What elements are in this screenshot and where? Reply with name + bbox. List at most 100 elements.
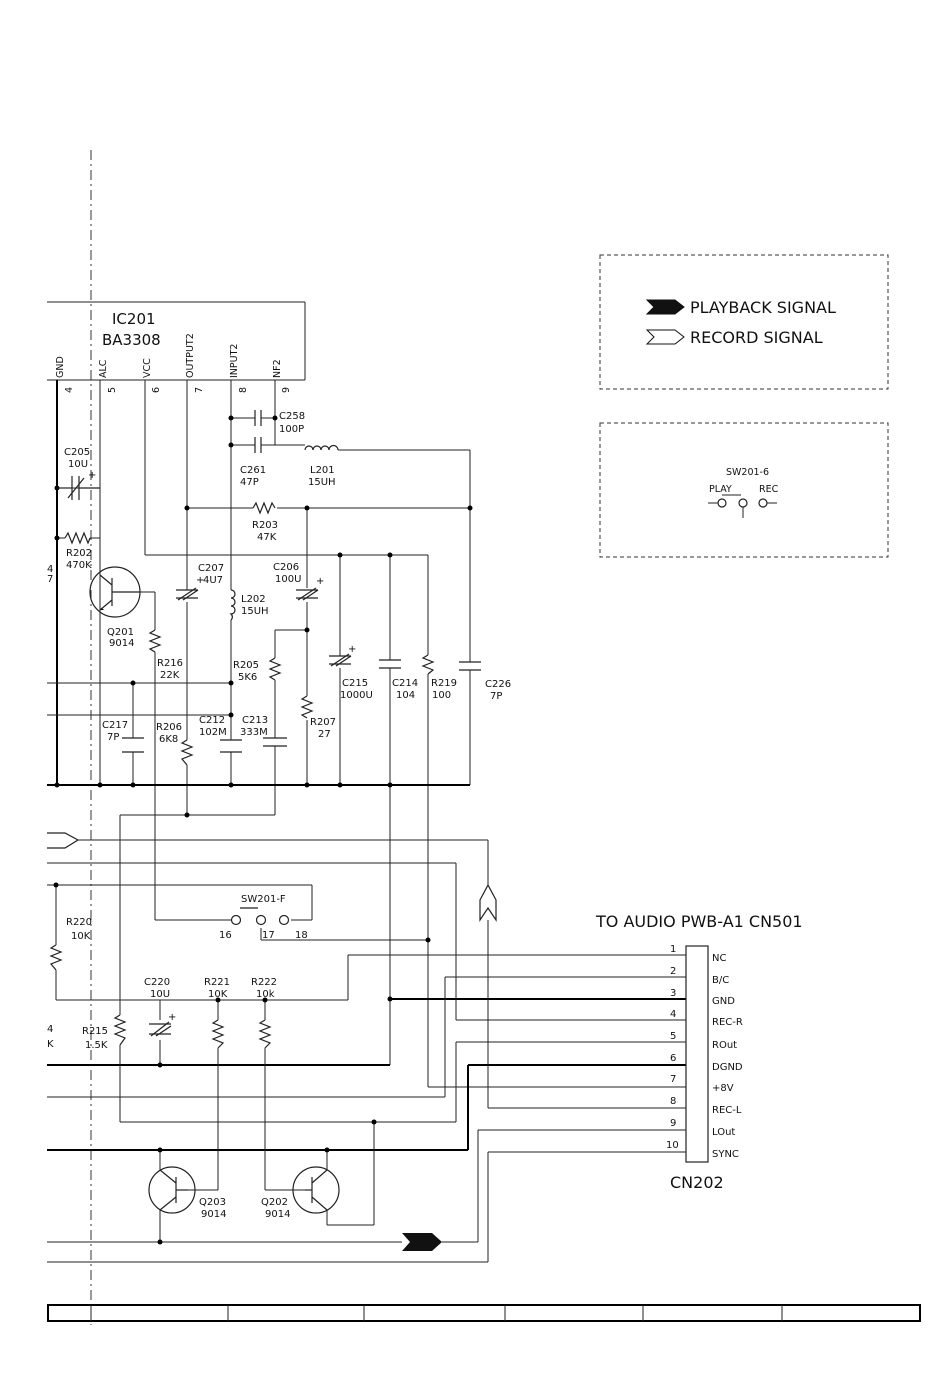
legend-record: RECORD SIGNAL — [690, 328, 823, 347]
edge-fragment: 7 — [47, 574, 53, 585]
label-c215-val: 1000U — [340, 690, 373, 701]
sw201f-pin: 16 — [219, 930, 232, 941]
ic-pin-name: NF2 — [272, 359, 283, 378]
connector-pin-label: REC-L — [712, 1105, 742, 1116]
label-r219-val: 100 — [432, 690, 451, 701]
label-c205-ref: C205 — [64, 447, 90, 458]
connector-pin-num: 8 — [670, 1096, 676, 1107]
connector-pin-label: +8V — [712, 1083, 734, 1094]
label-c212-val: 102M — [199, 727, 227, 738]
ic-pin-num: 8 — [238, 387, 249, 393]
sw201f-pin: 18 — [295, 930, 308, 941]
label-c220-val: 10U — [150, 989, 170, 1000]
svg-text:+: + — [348, 644, 356, 655]
label-q203-val: 9014 — [201, 1209, 226, 1220]
junctions — [53, 415, 473, 1245]
connector-cn202: TO AUDIO PWB-A1 CN501 CN202 1 2 3 4 5 6 … — [595, 912, 803, 1192]
label-c206-ref: C206 — [273, 562, 299, 573]
label-c258-ref: C258 — [279, 411, 305, 422]
label-c205-val: 10U — [68, 459, 88, 470]
ic-pin-num: 9 — [281, 387, 292, 393]
label-c207-val: 4U7 — [203, 575, 223, 586]
label-r202-val: 470K — [66, 560, 92, 571]
label-l202-ref: L202 — [241, 594, 266, 605]
label-c212-ref: C212 — [199, 715, 225, 726]
label-r203-ref: R203 — [252, 520, 278, 531]
connector-pin-num: 2 — [670, 966, 676, 977]
ic-pin-num: 6 — [151, 387, 162, 393]
label-r207-ref: R207 — [310, 717, 336, 728]
label-r221-ref: R221 — [204, 977, 230, 988]
connector-pin-num: 9 — [670, 1118, 676, 1129]
legend-box: PLAYBACK SIGNAL RECORD SIGNAL — [599, 254, 889, 390]
wiring — [47, 380, 921, 1322]
ic-pin-name: GND — [55, 356, 66, 378]
svg-text:+: + — [168, 1012, 176, 1023]
label-c214-val: 104 — [396, 690, 415, 701]
ic-pin-num: 7 — [194, 387, 205, 393]
connector-pin-num: 5 — [670, 1031, 676, 1042]
ic-pin-name: ALC — [98, 359, 109, 378]
label-c217-val: 7P — [107, 732, 119, 743]
label-r205-val: 5K6 — [238, 672, 257, 683]
sw201f-ref: SW201-F — [241, 894, 286, 905]
label-r222-ref: R222 — [251, 977, 277, 988]
record-arrow-icon — [645, 329, 685, 345]
label-c214-ref: C214 — [392, 678, 418, 689]
connector-pin-label: DGND — [712, 1062, 743, 1073]
switch-box-ref: SW201-6 — [726, 467, 769, 478]
label-r215-val: 1.5K — [85, 1040, 108, 1051]
playback-signal-arrow-icon — [402, 1233, 442, 1251]
edge-fragment: 4 — [47, 564, 53, 575]
label-r215-ref: R215 — [82, 1026, 108, 1037]
ic201: IC201 BA3308 GND ALC VCC OUTPUT2 INPUT2 … — [47, 301, 306, 393]
ic-ref: IC201 — [112, 310, 156, 328]
connector-pin-label: SYNC — [712, 1149, 739, 1160]
label-c215-ref: C215 — [342, 678, 368, 689]
connector-pin-label: GND — [712, 996, 735, 1007]
sw201f-pin: 17 — [262, 930, 275, 941]
svg-text:+: + — [88, 470, 96, 481]
label-l202-val: 15UH — [241, 606, 269, 617]
label-q202-val: 9014 — [265, 1209, 290, 1220]
label-r206-val: 6K8 — [159, 734, 178, 745]
component-symbols: + + + — [47, 410, 709, 1251]
connector-pin-num: 1 — [670, 944, 676, 955]
switch-box: SW201-6 PLAY REC — [599, 422, 889, 558]
connector-pin-num: 10 — [666, 1140, 679, 1151]
connector-pin-num: 3 — [670, 988, 676, 999]
label-r202-ref: R202 — [66, 548, 92, 559]
label-r222-val: 10k — [256, 989, 275, 1000]
label-r216-ref: R216 — [157, 658, 183, 669]
connector-pin-num: 7 — [670, 1074, 676, 1085]
ic-part: BA3308 — [102, 331, 161, 349]
ic-pin-name: VCC — [142, 358, 153, 378]
label-l201-val: 15UH — [308, 477, 336, 488]
connector-ref: CN202 — [670, 1173, 724, 1192]
label-c226-val: 7P — [490, 691, 502, 702]
connector-pin-label: ROut — [712, 1040, 737, 1051]
label-q203-ref: Q203 — [199, 1197, 226, 1208]
label-c206-val: 100U — [275, 574, 301, 585]
label-c261-ref: C261 — [240, 465, 266, 476]
label-c207-ref: C207 — [198, 563, 224, 574]
label-r220-val: 10K — [71, 931, 91, 942]
label-c261-val: 47P — [240, 477, 259, 488]
svg-text:+: + — [316, 576, 324, 587]
connector-pin-label: B/C — [712, 975, 729, 986]
label-c207-plus: + — [196, 575, 204, 586]
label-r220-ref: R220 — [66, 917, 92, 928]
label-c226-ref: C226 — [485, 679, 511, 690]
ic-pin-num: 5 — [107, 387, 118, 393]
label-r207-val: 27 — [318, 729, 331, 740]
label-l201-ref: L201 — [310, 465, 335, 476]
label-c213-ref: C213 — [242, 715, 268, 726]
connector-pin-label: NC — [712, 953, 726, 964]
label-r203-val: 47K — [257, 532, 277, 543]
connector-pin-label: REC-R — [712, 1017, 743, 1028]
connector-title: TO AUDIO PWB-A1 CN501 — [595, 912, 803, 931]
connector-pin-label: LOut — [712, 1127, 735, 1138]
ic-pin-num: 4 — [64, 387, 75, 393]
label-r206-ref: R206 — [156, 722, 182, 733]
